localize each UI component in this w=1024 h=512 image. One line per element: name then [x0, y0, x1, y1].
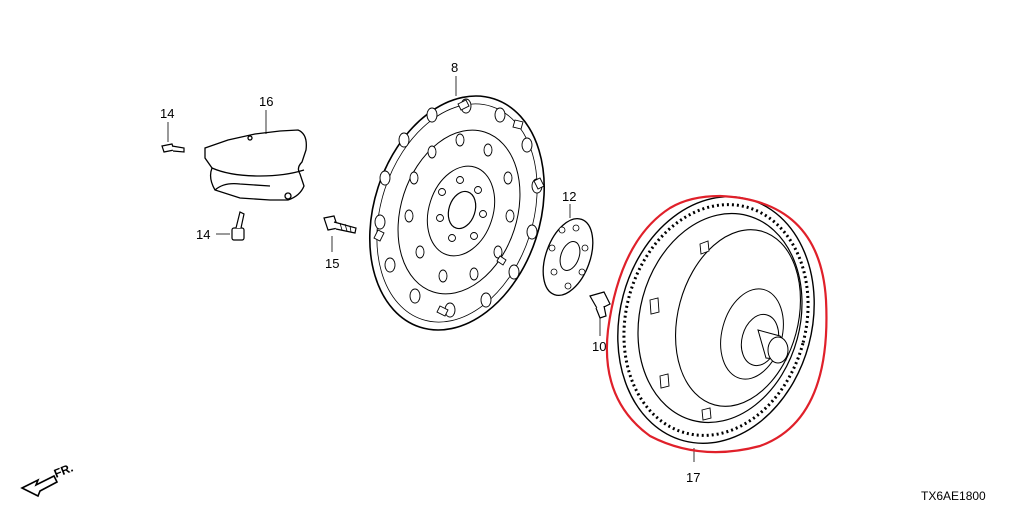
callout-15: 15	[325, 256, 339, 271]
part-17-torque-converter[interactable]	[591, 174, 841, 465]
front-indicator-label: FR.	[52, 461, 75, 481]
part-10-bolt[interactable]	[589, 291, 611, 319]
callout-14-lower: 14	[196, 227, 210, 242]
front-direction-arrow: FR.	[20, 461, 75, 498]
callout-10: 10	[592, 339, 606, 354]
diagram-code: TX6AE1800	[921, 489, 986, 503]
part-15-bolt[interactable]	[323, 215, 357, 234]
part-14-bolt-lower[interactable]	[231, 211, 245, 241]
part-8-drive-plate[interactable]	[341, 73, 573, 353]
callout-12: 12	[562, 189, 576, 204]
part-17-highlight-outline	[605, 194, 828, 454]
part-12-plate[interactable]	[534, 212, 603, 302]
part-14-bolt-upper[interactable]	[161, 143, 185, 153]
callout-14-upper: 14	[160, 106, 174, 121]
callout-16: 16	[259, 94, 273, 109]
callout-17: 17	[686, 470, 700, 485]
part-16-cover[interactable]	[204, 129, 307, 201]
callout-8: 8	[451, 60, 458, 75]
